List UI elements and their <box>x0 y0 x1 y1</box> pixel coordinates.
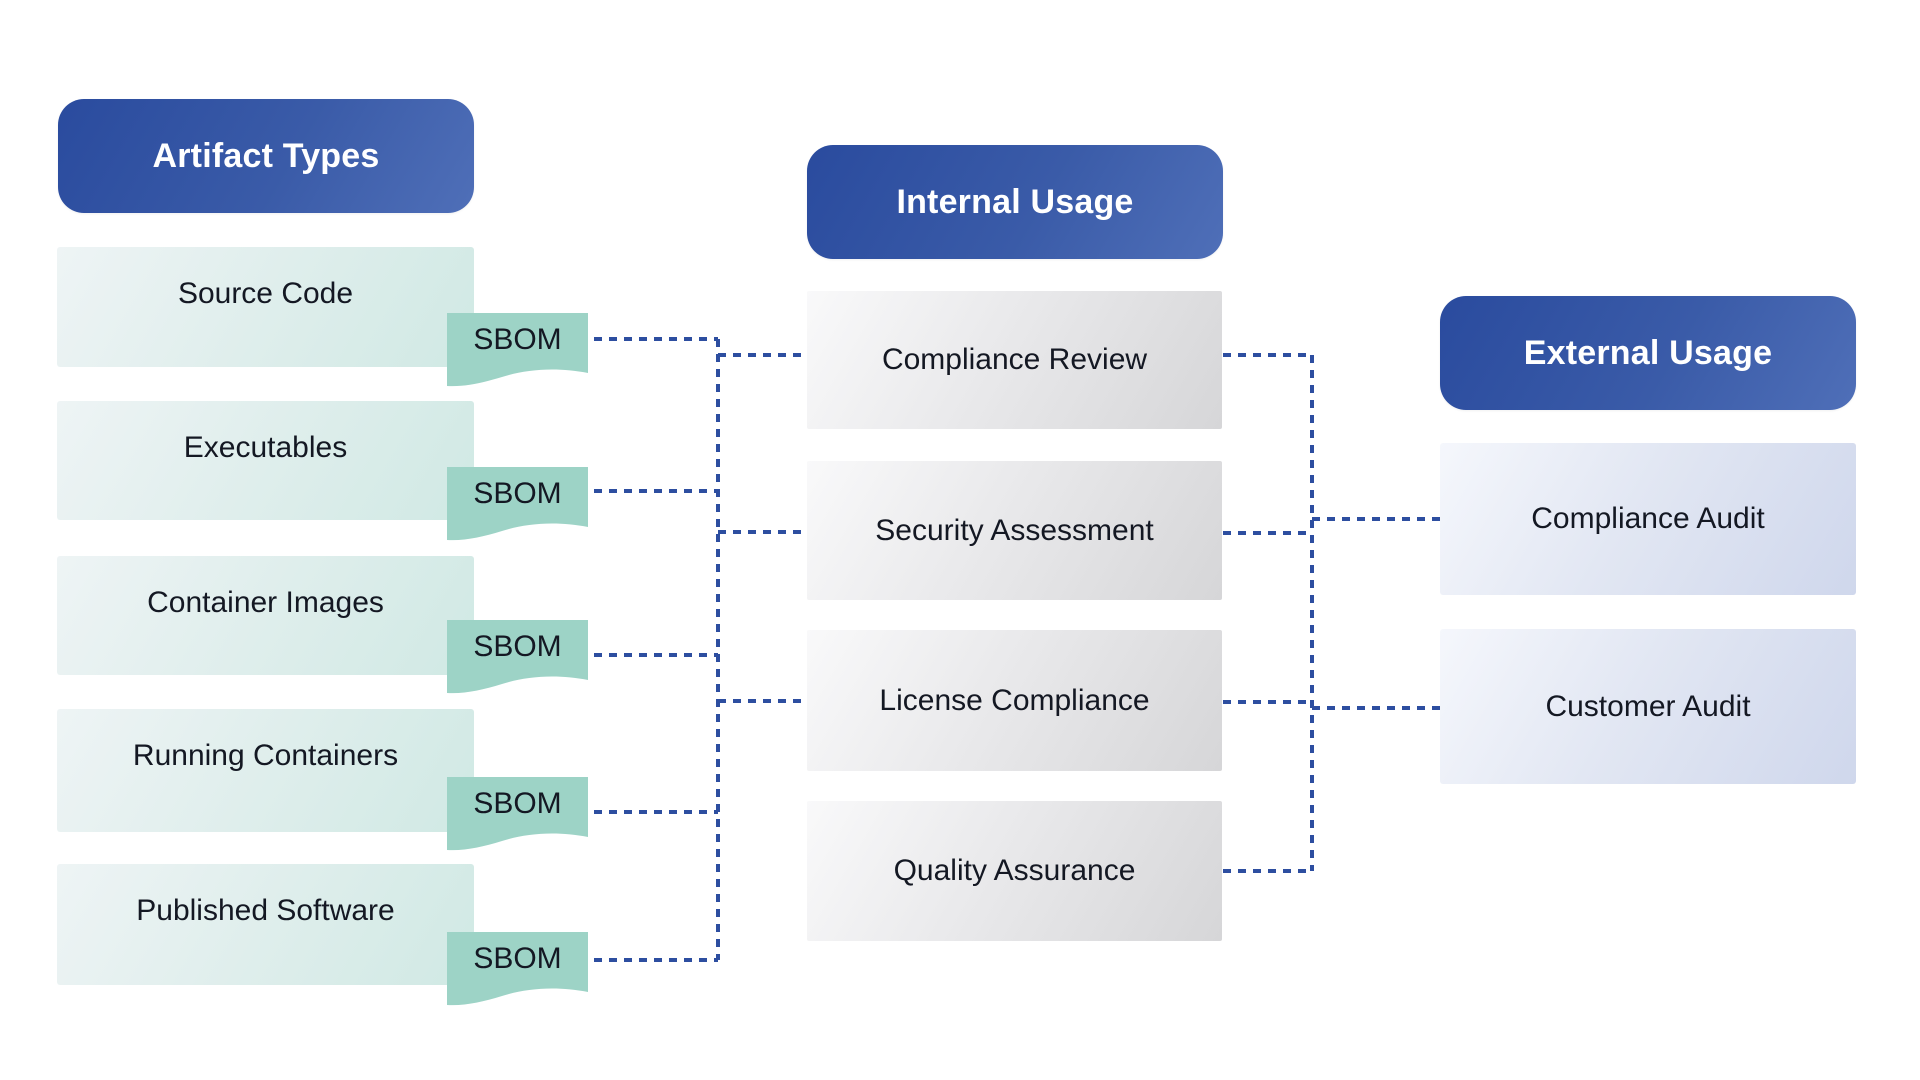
external-customer-audit: Customer Audit <box>1440 629 1856 784</box>
internal-usage-title: Internal Usage <box>896 182 1134 221</box>
sbom-tag-executables: SBOM <box>447 467 588 547</box>
external-label: Compliance Audit <box>1531 502 1765 535</box>
artifact-types-header: Artifact Types <box>58 99 474 213</box>
sbom-document-icon <box>447 932 588 1006</box>
internal-label: License Compliance <box>879 683 1150 717</box>
sbom-label: SBOM <box>473 630 562 663</box>
sbom-tag-running-containers: SBOM <box>447 777 588 857</box>
external-compliance-audit: Compliance Audit <box>1440 443 1856 595</box>
internal-label: Quality Assurance <box>893 854 1136 887</box>
internal-compliance-review: Compliance Review <box>807 291 1222 429</box>
artifact-label: Source Code <box>177 277 354 310</box>
sbom-document-icon <box>447 620 588 694</box>
artifact-executables: Executables <box>57 401 474 520</box>
sbom-tag-container-images: SBOM <box>447 620 588 700</box>
internal-label: Compliance Review <box>881 343 1148 376</box>
sbom-document-icon <box>447 467 588 541</box>
sbom-label: SBOM <box>473 477 562 510</box>
internal-label: Security Assessment <box>875 513 1154 547</box>
external-usage-header: External Usage <box>1440 296 1856 410</box>
artifact-label: Container Images <box>147 586 384 619</box>
artifact-published-software: Published Software <box>57 864 474 985</box>
external-usage-title: External Usage <box>1523 333 1773 372</box>
internal-usage-header: Internal Usage <box>807 145 1223 259</box>
internal-quality-assurance: Quality Assurance <box>807 801 1222 941</box>
internal-license-compliance: License Compliance <box>807 630 1222 771</box>
sbom-tag-published-software: SBOM <box>447 932 588 1012</box>
artifact-label: Published Software <box>136 894 395 927</box>
artifact-label: Executables <box>183 431 348 464</box>
sbom-label: SBOM <box>473 942 562 975</box>
external-label: Customer Audit <box>1545 689 1751 723</box>
sbom-label: SBOM <box>473 323 562 356</box>
artifact-types-title: Artifact Types <box>152 136 380 175</box>
artifact-source-code: Source Code <box>57 247 474 367</box>
sbom-document-icon <box>447 313 588 387</box>
sbom-label: SBOM <box>473 787 562 820</box>
artifact-container-images: Container Images <box>57 556 474 675</box>
artifact-running-containers: Running Containers <box>57 709 474 832</box>
sbom-tag-source-code: SBOM <box>447 313 588 393</box>
internal-security-assessment: Security Assessment <box>807 461 1222 600</box>
artifact-label: Running Containers <box>132 739 399 772</box>
sbom-document-icon <box>447 777 588 851</box>
